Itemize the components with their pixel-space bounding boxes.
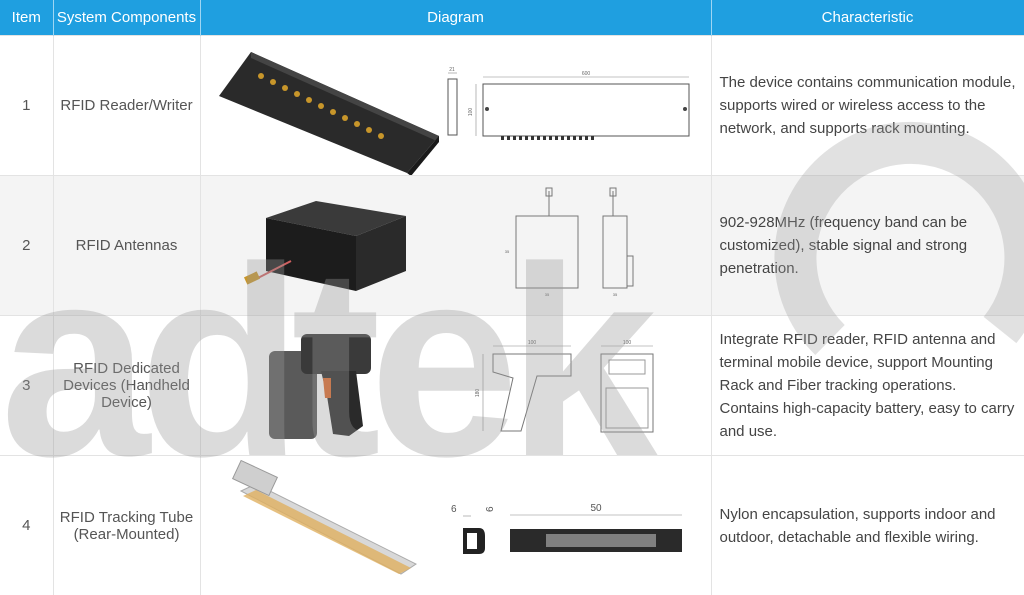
table-row: 2 RFID Antennas 35: [0, 176, 1024, 316]
dim-label: 35: [504, 249, 509, 254]
header-item: Item: [0, 0, 53, 36]
component-name: RFID Dedicated Devices (Handheld Device): [53, 316, 200, 456]
tube-diagram: 6 6 50: [201, 456, 712, 595]
dim-label: 35: [544, 292, 549, 297]
dim-label: 180: [475, 389, 481, 398]
item-number: 1: [0, 36, 53, 176]
header-diagram: Diagram: [200, 0, 711, 36]
header-components: System Components: [53, 0, 200, 36]
handheld-diagram: 100 180 100: [201, 316, 712, 455]
dim-label: 100: [622, 340, 631, 346]
characteristic-text: 902-928MHz (frequency band can be custom…: [711, 176, 1024, 316]
dim-label: 35: [612, 292, 617, 297]
dim-label: 21: [449, 67, 455, 73]
diagram-cell: 100 180 100: [200, 316, 711, 456]
component-name: RFID Reader/Writer: [53, 36, 200, 176]
dim-label: 100: [468, 108, 474, 117]
dim-label: 6: [485, 506, 496, 512]
header-characteristic: Characteristic: [711, 0, 1024, 36]
component-name: RFID Tracking Tube (Rear-Mounted): [53, 456, 200, 595]
dim-label: 50: [590, 503, 602, 514]
item-number: 2: [0, 176, 53, 316]
characteristic-text: Nylon encapsulation, supports indoor and…: [711, 456, 1024, 595]
dim-label: 600: [581, 71, 590, 77]
header-row: Item System Components Diagram Character…: [0, 0, 1024, 36]
dim-label: 100: [527, 340, 536, 346]
diagram-cell: 21 600 100: [200, 36, 711, 176]
diagram-cell: 35 35 35: [200, 176, 711, 316]
table-row: 1 RFID Reader/Writer: [0, 36, 1024, 176]
component-name: RFID Antennas: [53, 176, 200, 316]
reader-diagram: 21 600 100: [201, 36, 712, 175]
antenna-diagram: 35 35 35: [201, 176, 712, 315]
item-number: 3: [0, 316, 53, 456]
characteristic-text: The device contains communication module…: [711, 36, 1024, 176]
dim-label: 6: [451, 504, 457, 515]
diagram-cell: 6 6 50: [200, 456, 711, 595]
item-number: 4: [0, 456, 53, 595]
table-row: 4 RFID Tracking Tube (Rear-Mounted) 6 6: [0, 456, 1024, 595]
table-row: 3 RFID Dedicated Devices (Handheld Devic…: [0, 316, 1024, 456]
characteristic-text: Integrate RFID reader, RFID antenna and …: [711, 316, 1024, 456]
